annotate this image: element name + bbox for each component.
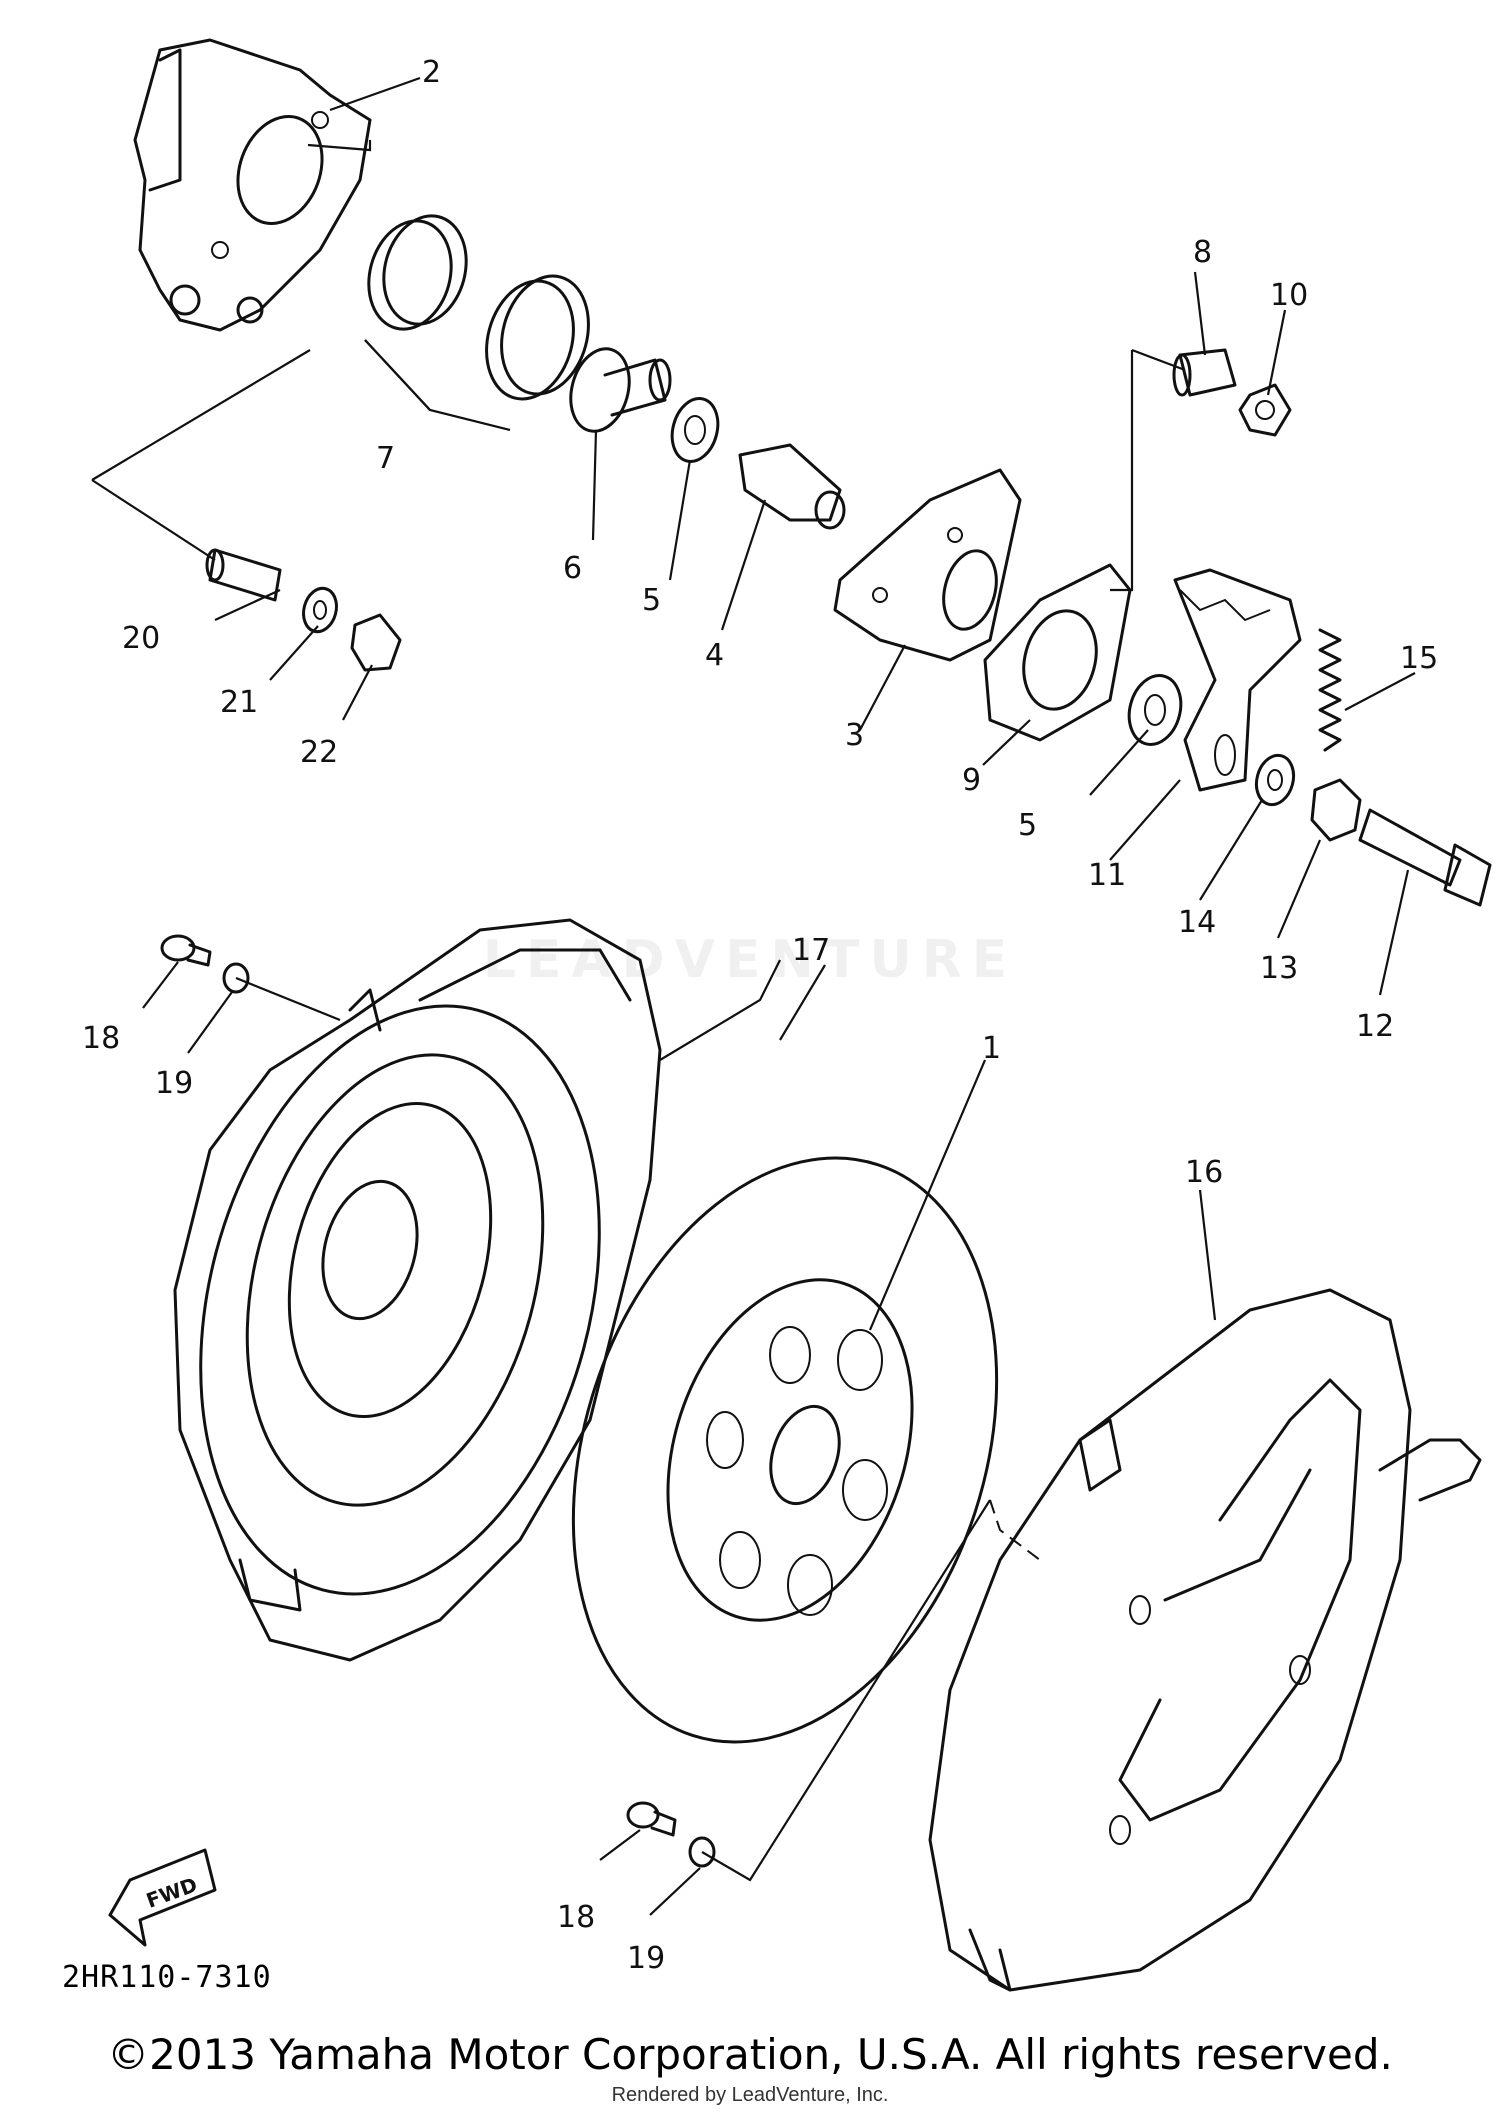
diagram-code: 2HR110-7310 <box>62 1960 272 1995</box>
label-18a: 18 <box>82 1021 120 1056</box>
part-20-stud <box>205 548 282 602</box>
watermark: LEADVENTURE <box>482 930 1018 990</box>
part-1-brake-disc <box>571 1156 999 1744</box>
label-6: 6 <box>563 551 582 586</box>
label-5a: 5 <box>642 583 661 618</box>
label-19a: 19 <box>155 1066 193 1101</box>
part-17-outer-cover <box>173 918 662 1662</box>
part-13-nut <box>1310 778 1362 842</box>
label-7: 7 <box>376 441 395 476</box>
callout-labels: 2 7 6 5 4 3 9 5 11 8 10 15 14 13 12 20 2… <box>82 55 1438 1976</box>
rendered-by-note: Rendered by LeadVenture, Inc. <box>611 2084 889 2106</box>
part-19-washer-lower <box>688 1836 716 1868</box>
part-21-washer <box>302 586 338 634</box>
part-4-adjuster <box>738 443 846 530</box>
label-20: 20 <box>122 621 160 656</box>
part-6-piston <box>569 347 672 433</box>
part-9-gasket <box>983 563 1132 742</box>
leader-lines <box>91 76 1416 1916</box>
part-7-pad-set <box>367 214 590 401</box>
label-9: 9 <box>962 763 981 798</box>
label-1: 1 <box>982 1031 1001 1066</box>
label-8: 8 <box>1193 235 1212 270</box>
label-18b: 18 <box>557 1900 595 1935</box>
label-11: 11 <box>1088 858 1126 893</box>
part-5-bearing-upper <box>670 397 720 463</box>
label-21: 21 <box>220 685 258 720</box>
part-19-washer-upper <box>222 962 250 994</box>
part-10-nut <box>1238 383 1292 437</box>
part-22-nut <box>350 613 402 672</box>
part-18-bolt-upper <box>160 934 212 967</box>
part-18-bolt-lower <box>626 1801 677 1837</box>
part-2-caliper-body <box>133 38 372 332</box>
part-16-inner-cover <box>928 1288 1482 1992</box>
part-15-spring <box>1318 628 1342 752</box>
part-3-bracket <box>833 468 1022 662</box>
label-4: 4 <box>705 638 724 673</box>
fwd-arrow-icon: FWD <box>108 1848 217 1947</box>
label-5b: 5 <box>1018 808 1037 843</box>
part-11-lever <box>1173 568 1302 792</box>
copyright-notice: ©2013 Yamaha Motor Corporation, U.S.A. A… <box>107 2030 1393 2079</box>
label-22: 22 <box>300 735 338 770</box>
label-15: 15 <box>1400 641 1438 676</box>
label-17: 17 <box>792 933 830 968</box>
part-12-bolt <box>1358 808 1492 907</box>
label-16: 16 <box>1185 1155 1223 1190</box>
label-19b: 19 <box>627 1941 665 1976</box>
label-13: 13 <box>1260 951 1298 986</box>
label-10: 10 <box>1270 278 1308 313</box>
label-14: 14 <box>1178 905 1216 940</box>
part-14-washer <box>1254 753 1296 807</box>
part-8-bolt <box>1172 348 1237 397</box>
label-3: 3 <box>845 718 864 753</box>
part-5-bearing-lower <box>1127 674 1183 746</box>
label-2: 2 <box>422 55 441 90</box>
label-12: 12 <box>1356 1009 1394 1044</box>
